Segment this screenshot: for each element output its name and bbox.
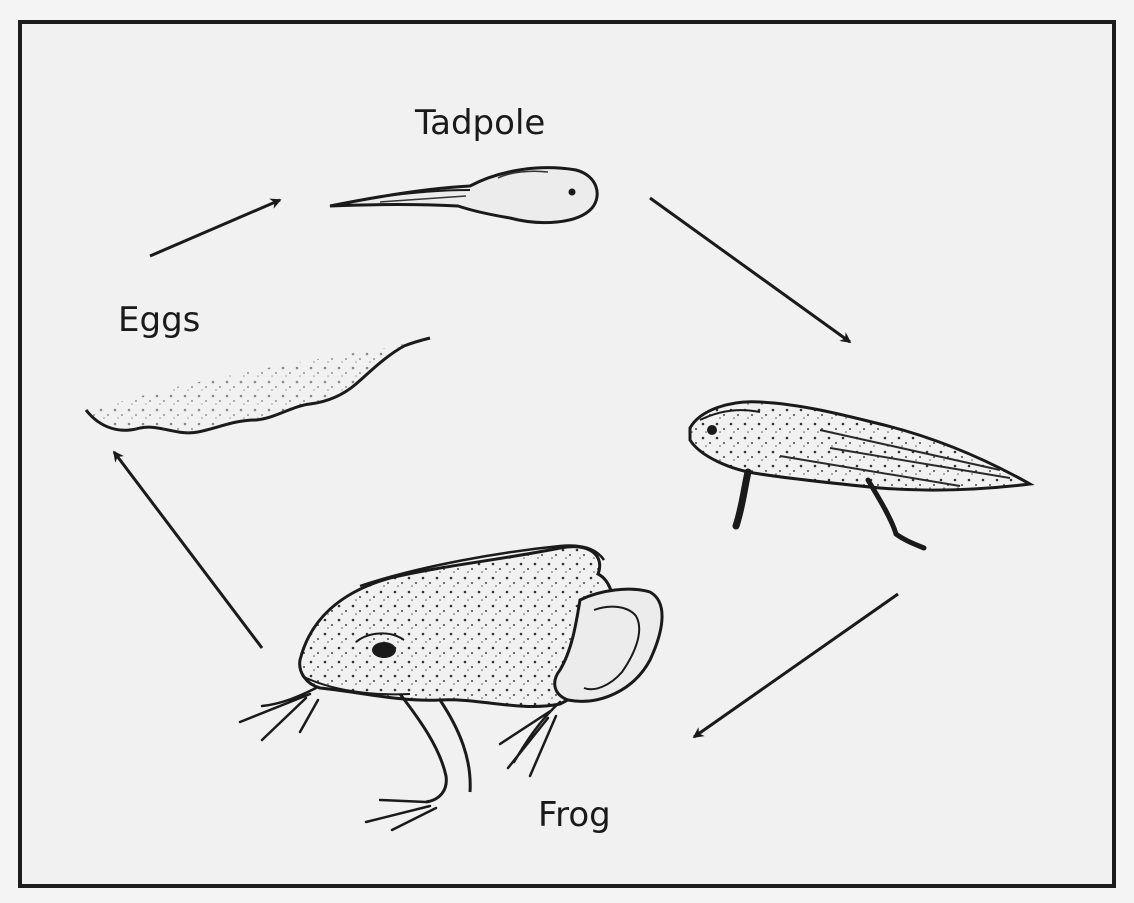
adult-frog-icon <box>240 546 662 830</box>
eggs-label: Eggs <box>118 300 200 340</box>
tadpole-label: Tadpole <box>414 103 545 143</box>
arrow-froglet-to-frog <box>694 594 898 737</box>
froglet-icon <box>690 402 1030 548</box>
tadpole-icon <box>330 168 597 223</box>
arrow-tadpole-to-froglet <box>650 198 850 342</box>
frog-label: Frog <box>538 795 611 835</box>
arrow-eggs-to-tadpole <box>150 200 280 256</box>
arrow-frog-to-eggs <box>114 452 262 648</box>
egg-mass-icon <box>86 338 430 433</box>
